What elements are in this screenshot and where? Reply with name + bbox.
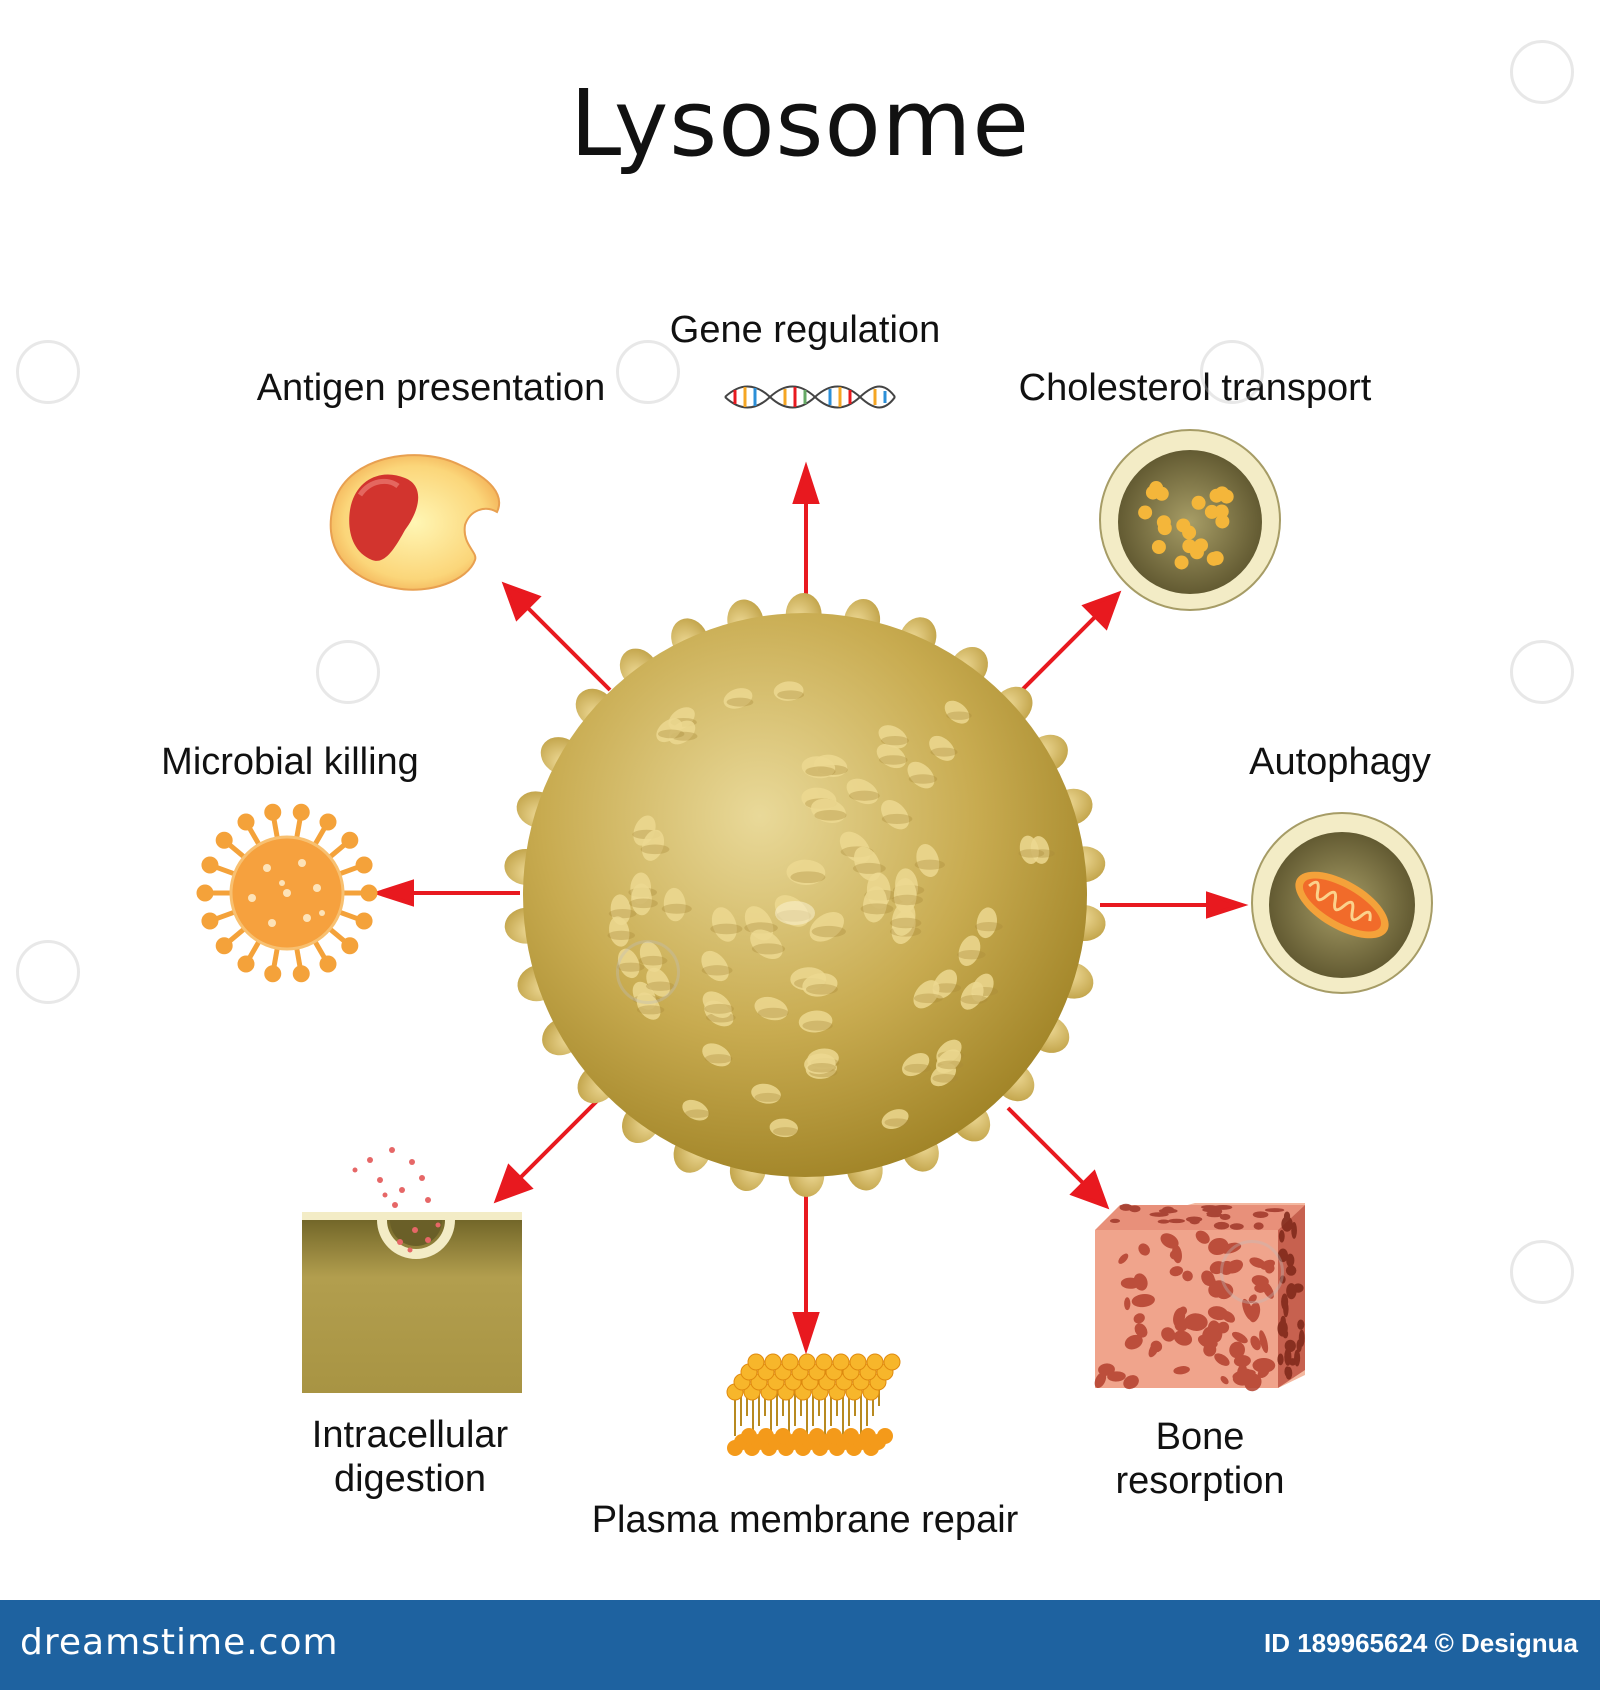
- arrow-to-bone-resorption: [1006, 1106, 1110, 1210]
- arrow-to-autophagy: [1100, 891, 1249, 919]
- label-bone-resorption-line1: Bone: [1155, 1416, 1245, 1458]
- mitochondrion-icon: [1295, 871, 1389, 939]
- watermark-icon: [1220, 1240, 1284, 1304]
- dna-icon: [724, 385, 896, 409]
- label-bone-resorption-line2: resorption: [1115, 1460, 1285, 1502]
- arrow-to-cholesterol-transport: [1010, 590, 1122, 702]
- label-intracellular-digestion: Intracellular digestion: [290, 1413, 530, 1501]
- arrow-to-intracellular-digestion: [493, 1098, 600, 1204]
- label-bone-resorption: Bone resorption: [1090, 1415, 1310, 1503]
- label-cholesterol-transport: Cholesterol transport: [1018, 367, 1372, 409]
- autophagy-vesicle-icon: [1251, 812, 1433, 994]
- watermark-icon: [1510, 40, 1574, 104]
- intracellular-digestion-icon: [302, 1147, 522, 1393]
- bone-tissue-icon: [1094, 1203, 1305, 1392]
- cholesterol-vesicle-icon: [1099, 429, 1281, 611]
- label-antigen-presentation: Antigen presentation: [256, 367, 606, 409]
- antigen-presenting-cell-icon: [329, 454, 501, 591]
- label-intracellular-digestion-line1: Intracellular: [311, 1414, 509, 1456]
- page-title: Lysosome: [570, 70, 1030, 177]
- watermark-icon: [16, 340, 80, 404]
- footer-bar: dreamstime.com ID 189965624 © Designua: [0, 1600, 1600, 1690]
- arrow-to-gene-regulation: [792, 461, 820, 612]
- arrow-to-microbial-killing: [371, 879, 520, 907]
- label-plasma-membrane-repair: Plasma membrane repair: [591, 1499, 1019, 1541]
- diagram-graphics: [196, 385, 1433, 1456]
- label-autophagy: Autophagy: [1249, 741, 1431, 783]
- arrows: [371, 461, 1249, 1355]
- footer-credit: ID 189965624 © Designua: [1264, 1628, 1578, 1658]
- label-intracellular-digestion-line2: digestion: [333, 1458, 487, 1500]
- label-microbial-killing: Microbial killing: [161, 741, 419, 783]
- watermark-icon: [1200, 340, 1264, 404]
- watermark-icon: [616, 940, 680, 1004]
- footer-brand: dreamstime.com: [20, 1622, 339, 1663]
- watermark-icon: [616, 340, 680, 404]
- arrow-to-antigen-presentation: [501, 581, 612, 692]
- label-gene-regulation: Gene regulation: [669, 309, 941, 351]
- watermark-icon: [1510, 1240, 1574, 1304]
- watermark-icon: [316, 640, 380, 704]
- watermark-icon: [16, 940, 80, 1004]
- lipid-bilayer-icon: [726, 1353, 901, 1456]
- lysosome-illustration: [504, 593, 1106, 1197]
- arrow-to-plasma-membrane-repair: [792, 1185, 820, 1355]
- watermark-icon: [1510, 640, 1574, 704]
- microbe-icon: [196, 803, 378, 983]
